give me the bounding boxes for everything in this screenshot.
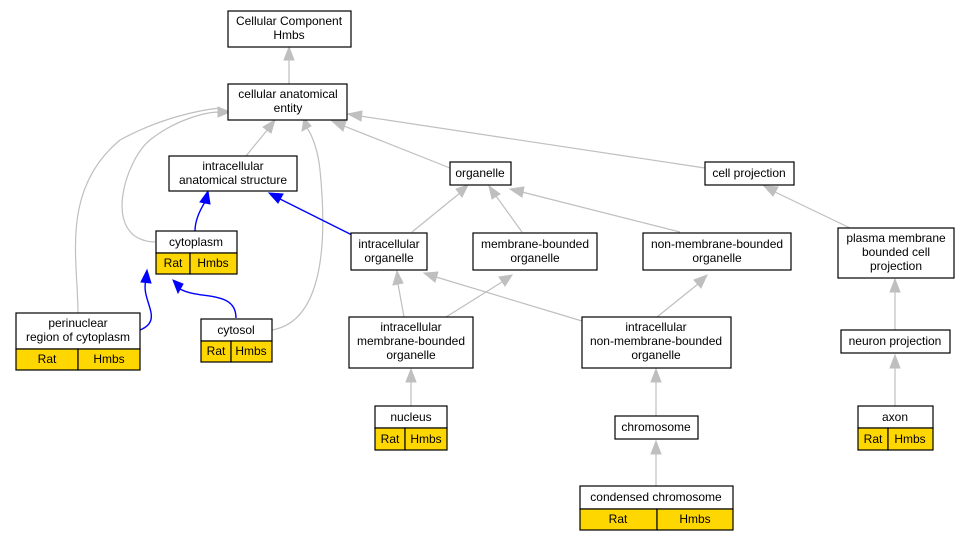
species-badge: Rat bbox=[609, 512, 628, 526]
node-label-line: organelle bbox=[510, 251, 560, 265]
node-label-line: non-membrane-bounded bbox=[590, 334, 722, 348]
node-label-line: intracellular bbox=[358, 237, 419, 251]
species-badge: Rat bbox=[38, 352, 57, 366]
node-label-line: membrane-bounded bbox=[481, 237, 589, 251]
node-label-line: organelle bbox=[692, 251, 742, 265]
nodes: Cellular Component Hmbs cellular anatomi… bbox=[15, 10, 955, 531]
edge-cytosol-cae bbox=[271, 127, 324, 331]
edge-cytoplasm-cae bbox=[121, 111, 221, 243]
species-badge: Rat bbox=[381, 432, 400, 446]
node-cellular-component-root[interactable]: Cellular Component Hmbs bbox=[227, 10, 352, 48]
edge-cytosol-cytoplasm bbox=[179, 288, 237, 319]
node-label-line: entity bbox=[274, 101, 303, 115]
node-label-line: intracellular bbox=[202, 159, 263, 173]
node-label-line: nucleus bbox=[390, 410, 431, 424]
species-badge: Rat bbox=[164, 256, 183, 270]
node-nucleus[interactable]: nucleus Rat Hmbs bbox=[374, 405, 448, 451]
edge-inmbo-intraorg bbox=[435, 276, 583, 322]
edge-cytoplasm-ias bbox=[194, 201, 206, 232]
node-label-line: condensed chromosome bbox=[590, 490, 722, 504]
node-condensed-chromosome[interactable]: condensed chromosome Rat Hmbs bbox=[579, 485, 734, 531]
node-label-line: intracellular bbox=[625, 320, 686, 334]
species-badge: Rat bbox=[207, 344, 226, 358]
edge-mbo-organelle bbox=[495, 195, 523, 233]
node-label-line: Cellular Component bbox=[236, 14, 343, 28]
gene-badge: Hmbs bbox=[894, 432, 925, 446]
edges bbox=[74, 45, 901, 486]
node-label-line: perinuclear bbox=[48, 316, 107, 330]
node-label-line: cell projection bbox=[712, 166, 785, 180]
node-cytoplasm[interactable]: cytoplasm Rat Hmbs bbox=[155, 230, 238, 275]
node-non-membrane-bounded-organelle[interactable]: non-membrane-bounded organelle bbox=[642, 232, 792, 271]
node-label-line: axon bbox=[882, 410, 908, 424]
edge-perinuclear-cae bbox=[74, 107, 221, 314]
node-intracellular-anatomical-structure[interactable]: intracellular anatomical structure bbox=[168, 155, 298, 192]
edge-ias-cae bbox=[245, 128, 269, 157]
node-label-line: Hmbs bbox=[273, 28, 304, 42]
gene-badge: Hmbs bbox=[235, 344, 266, 358]
node-label-line: cytoplasm bbox=[169, 235, 223, 249]
node-label-line: organelle bbox=[455, 166, 505, 180]
node-label-line: chromosome bbox=[621, 420, 691, 434]
node-organelle[interactable]: organelle bbox=[449, 161, 512, 186]
gene-badge: Hmbs bbox=[679, 512, 710, 526]
node-label-line: region of cytoplasm bbox=[26, 330, 130, 344]
node-label-line: neuron projection bbox=[849, 334, 942, 348]
edge-pmbcp-cellproj bbox=[774, 191, 851, 229]
edge-cellproj-cae bbox=[359, 115, 706, 169]
node-intracellular-organelle[interactable]: intracellular organelle bbox=[350, 232, 428, 271]
node-intracellular-membrane-bounded-organelle[interactable]: intracellular membrane-bounded organelle bbox=[348, 316, 474, 369]
node-plasma-membrane-bounded-cell-projection[interactable]: plasma membrane bounded cell projection bbox=[837, 227, 955, 279]
node-label-line: membrane-bounded bbox=[357, 334, 465, 348]
node-label-line: plasma membrane bbox=[846, 231, 946, 245]
node-label-line: organelle bbox=[386, 348, 436, 362]
node-label-line: organelle bbox=[364, 251, 414, 265]
node-cell-projection[interactable]: cell projection bbox=[704, 161, 795, 186]
node-perinuclear-region-of-cytoplasm[interactable]: perinuclear region of cytoplasm Rat Hmbs bbox=[15, 312, 141, 371]
edge-inmbo-nmbo bbox=[656, 283, 699, 318]
node-cellular-anatomical-entity[interactable]: cellular anatomical entity bbox=[227, 83, 348, 121]
edge-imbo-mbo bbox=[445, 281, 503, 318]
edge-intraorg-ias bbox=[279, 198, 357, 238]
node-label-line: anatomical structure bbox=[179, 173, 287, 187]
node-label-line: bounded cell bbox=[862, 245, 930, 259]
node-label-line: cytosol bbox=[217, 323, 254, 337]
node-label-line: cellular anatomical bbox=[238, 87, 337, 101]
edge-intraorg-organelle bbox=[411, 192, 461, 233]
node-intracellular-non-membrane-bounded-organelle[interactable]: intracellular non-membrane-bounded organ… bbox=[581, 316, 732, 369]
node-label-line: intracellular bbox=[380, 320, 441, 334]
node-chromosome[interactable]: chromosome bbox=[614, 415, 699, 440]
edge-perinuclear-cytoplasm bbox=[139, 279, 153, 331]
node-label-line: projection bbox=[870, 259, 922, 273]
node-axon[interactable]: axon Rat Hmbs bbox=[857, 405, 934, 451]
edge-imbo-intraorg bbox=[397, 283, 405, 318]
node-label-line: organelle bbox=[631, 348, 681, 362]
gene-badge: Hmbs bbox=[93, 352, 124, 366]
node-label-line: non-membrane-bounded bbox=[651, 237, 783, 251]
gene-badge: Hmbs bbox=[197, 256, 228, 270]
edge-nmbo-organelle bbox=[521, 191, 681, 233]
node-membrane-bounded-organelle[interactable]: membrane-bounded organelle bbox=[472, 232, 598, 271]
species-badge: Rat bbox=[864, 432, 883, 446]
node-neuron-projection[interactable]: neuron projection bbox=[840, 329, 951, 354]
gene-badge: Hmbs bbox=[410, 432, 441, 446]
node-cytosol[interactable]: cytosol Rat Hmbs bbox=[200, 318, 273, 363]
edge-organelle-cae bbox=[343, 125, 451, 169]
